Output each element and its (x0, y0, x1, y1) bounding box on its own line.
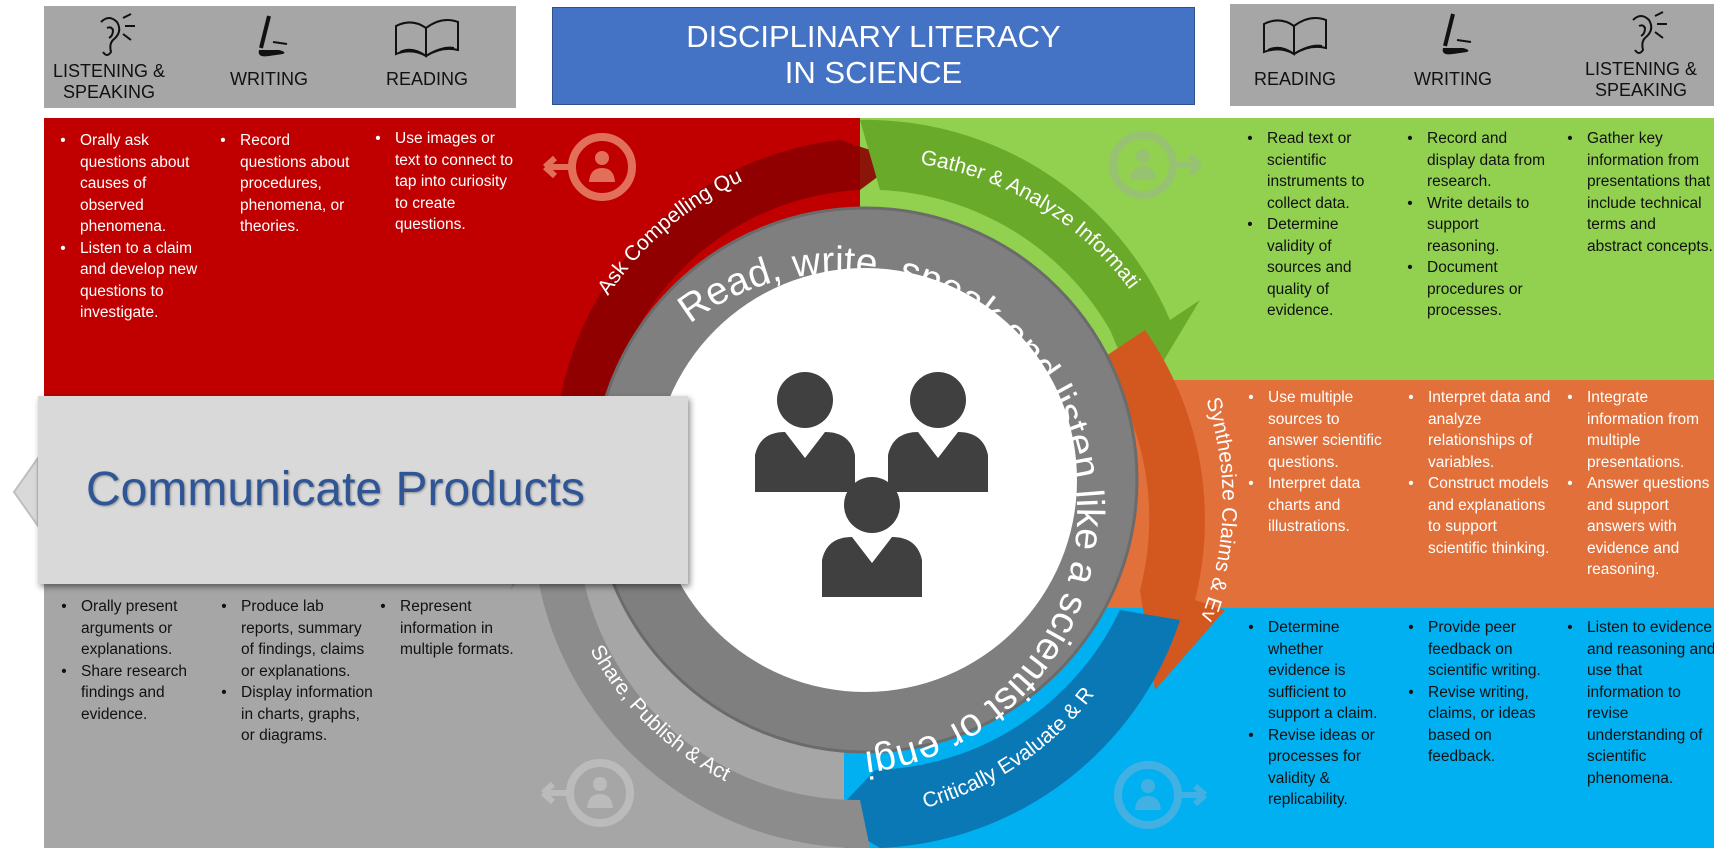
list-item: Gather key information from presentation… (1563, 128, 1714, 257)
list-item: Revise writing, claims, or ideas based o… (1404, 682, 1552, 768)
right-header-listening-label-2: SPEAKING (1594, 80, 1688, 100)
left-header-writing: WRITING (204, 6, 334, 89)
list-item: Document procedures or processes. (1403, 257, 1555, 322)
list-item: Provide peer feedback on scientific writ… (1404, 617, 1552, 682)
right-header-listening: LISTENING & SPEAKING (1568, 4, 1714, 100)
list-item: Listen to a claim and develop new questi… (56, 238, 214, 324)
title-line-2: IN SCIENCE (784, 55, 963, 90)
orange-col-writing: Interpret data and analyze relationships… (1404, 387, 1552, 559)
left-header-listening-label: LISTENING & (52, 61, 166, 81)
list-item: Revise ideas or processes for validity &… (1244, 725, 1386, 811)
left-header-listening-label-2: SPEAKING (62, 82, 156, 102)
title-line-1: DISCIPLINARY LITERACY (686, 19, 1061, 54)
list-item: Construct models and explanations to sup… (1404, 473, 1552, 559)
list-item: Orally ask questions about causes of obs… (56, 130, 214, 238)
list-item: Determine whether evidence is sufficient… (1244, 617, 1386, 725)
open-book-icon (1263, 17, 1327, 56)
list-item: Interpret data charts and illustrations. (1244, 473, 1386, 538)
ask-person-icon (542, 133, 636, 201)
green-col-writing: Record and display data from research. W… (1403, 128, 1555, 322)
communicate-products-label: Communicate Products (86, 463, 585, 516)
list-item: Record and display data from research. (1403, 128, 1555, 193)
right-header-writing: WRITING (1388, 4, 1518, 89)
right-header-bar: READING WRITING LISTENING & SPEAKING (1230, 4, 1714, 106)
list-item: Display information in charts, graphs, o… (217, 682, 377, 747)
list-item: Answer questions and support answers wit… (1563, 473, 1714, 581)
orange-col-reading: Use multiple sources to answer scientifi… (1244, 387, 1386, 538)
red-col-reading: Use images or text to connect to tap int… (371, 128, 515, 236)
green-col-listening: Gather key information from presentation… (1563, 128, 1714, 257)
communicate-arrow-tip (12, 454, 39, 530)
ear-icon (1632, 11, 1667, 54)
pen-hand-icon (258, 15, 288, 57)
right-header-reading: READING (1230, 4, 1360, 89)
share-person-icon (540, 759, 634, 827)
list-item: Read text or scientific instruments to c… (1243, 128, 1387, 214)
list-item: Use multiple sources to answer scientifi… (1244, 387, 1386, 473)
blue-col-reading: Determine whether evidence is sufficient… (1244, 617, 1386, 811)
list-item: Produce lab reports, summary of findings… (217, 596, 377, 682)
left-header-writing-label: WRITING (230, 69, 308, 89)
right-header-reading-label: READING (1253, 69, 1336, 89)
gather-person-icon (1109, 131, 1203, 199)
left-header-bar: LISTENING & SPEAKING WRITING READING (44, 6, 516, 108)
list-item: Interpret data and analyze relationships… (1404, 387, 1552, 473)
gray-col-writing: Produce lab reports, summary of findings… (217, 596, 377, 747)
list-item: Determine validity of sources and qualit… (1243, 214, 1387, 322)
gray-col-reading: Represent information in multiple format… (376, 596, 530, 661)
blue-col-writing: Provide peer feedback on scientific writ… (1404, 617, 1552, 768)
left-header-listening: LISTENING & SPEAKING (44, 6, 174, 102)
red-col-listening: Orally ask questions about causes of obs… (56, 130, 214, 324)
blue-col-listening: Listen to evidence and reasoning and use… (1563, 617, 1714, 789)
list-item: Represent information in multiple format… (376, 596, 530, 661)
communicate-products-box (38, 396, 688, 584)
evaluate-arrow-segment (830, 610, 1180, 848)
red-col-writing: Record questions about procedures, pheno… (216, 130, 358, 238)
list-item: Share research findings and evidence. (57, 661, 211, 726)
list-item: Write details to support reasoning. (1403, 193, 1555, 258)
orange-col-listening: Integrate information from multiple pres… (1563, 387, 1714, 581)
ear-icon (100, 13, 135, 56)
list-item: Orally present arguments or explanations… (57, 596, 211, 661)
list-item: Listen to evidence and reasoning and use… (1563, 617, 1714, 789)
list-item: Use images or text to connect to tap int… (371, 128, 515, 236)
pen-hand-icon (1442, 13, 1472, 55)
main-title: DISCIPLINARY LITERACY IN SCIENCE (552, 7, 1195, 105)
left-header-reading-label: READING (385, 69, 468, 89)
ask-arrow-segment (560, 140, 900, 400)
list-item: Record questions about procedures, pheno… (216, 130, 358, 238)
list-item: Integrate information from multiple pres… (1563, 387, 1714, 473)
open-book-icon (395, 19, 459, 58)
people-group-icon (755, 372, 988, 597)
left-header-reading: READING (362, 6, 492, 89)
right-header-writing-label: WRITING (1414, 69, 1492, 89)
gray-col-listening: Orally present arguments or explanations… (57, 596, 211, 725)
green-col-reading: Read text or scientific instruments to c… (1243, 128, 1387, 322)
gather-arrow-segment (860, 119, 1200, 400)
evaluate-person-icon (1114, 761, 1208, 829)
synthesize-arrow-segment (1100, 330, 1225, 690)
right-header-listening-label: LISTENING & (1584, 59, 1698, 79)
